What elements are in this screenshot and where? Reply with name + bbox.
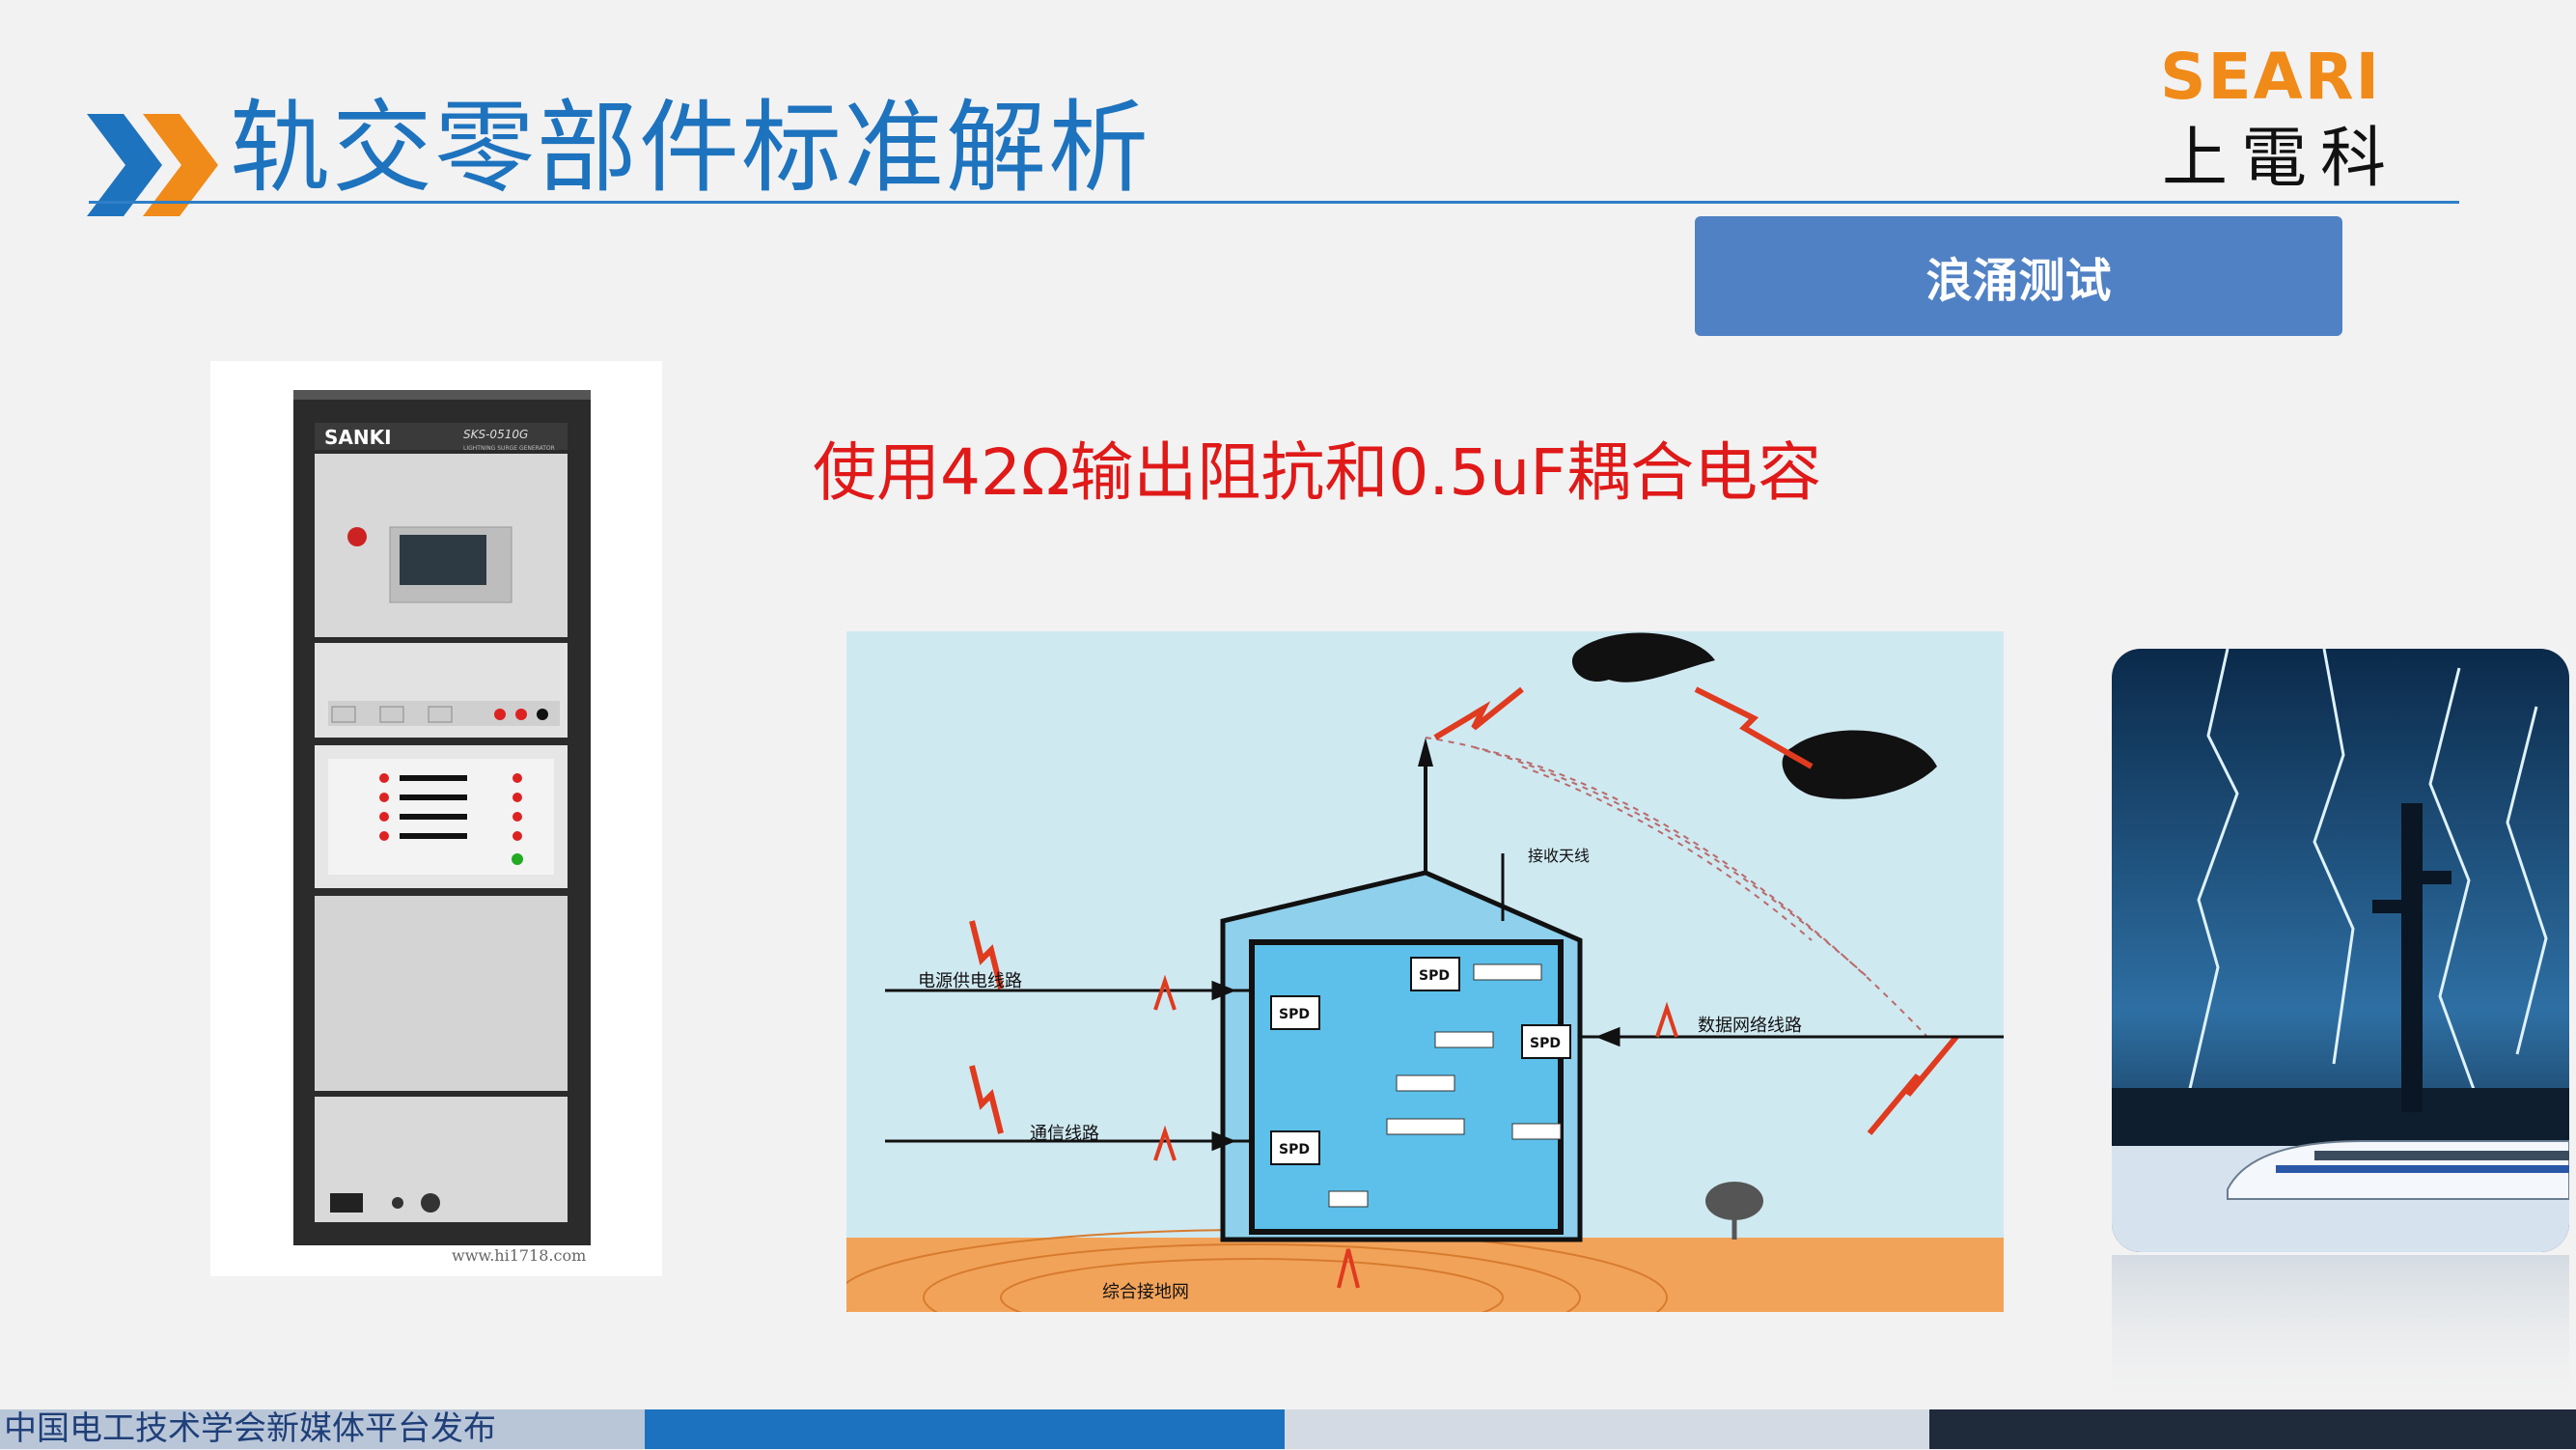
equipment-model-caption: LIGHTNING SURGE GENERATOR (463, 445, 555, 452)
footer-bar (0, 1409, 2576, 1449)
photo-reflection (2112, 1255, 2569, 1419)
company-logo-chinese: 上電科 (2162, 121, 2400, 197)
footer-publisher-text: 中国电工技术学会新媒体平台发布 (4, 1409, 496, 1448)
lightning-protection-diagram: 接收天线 SPD SPD SPD SPD 电源供电线路 通信线路 数据网络线路 … (846, 631, 2004, 1312)
equipment-brand: SANKI (324, 426, 392, 449)
surge-generator-photo: SANKI SKS-0510G LIGHTNING SURGE GENERATO… (210, 361, 662, 1276)
title-divider (89, 201, 2459, 204)
page-title: 轨交零部件标准解析 (230, 89, 1151, 207)
equipment-model: SKS-0510G (463, 428, 528, 441)
lightning-train-photo (2112, 649, 2569, 1252)
label-data-network-line: 数据网络线路 (1698, 1016, 1802, 1036)
spd-box-4: SPD (1279, 1142, 1310, 1157)
label-communication-line: 通信线路 (1030, 1124, 1099, 1144)
surge-test-subtitle: 使用42Ω输出阻抗和0.5uF耦合电容 (813, 435, 1822, 510)
equipment-watermark: www.hi1718.com (452, 1246, 586, 1265)
spd-box-1: SPD (1279, 1007, 1310, 1022)
section-tab-surge-test[interactable]: 浪涌测试 (1695, 216, 2342, 336)
title-chevron-icon (87, 114, 218, 216)
label-receiving-antenna: 接收天线 (1528, 847, 1590, 865)
spd-box-2: SPD (1419, 968, 1450, 984)
company-logo-word: SEARI (2160, 40, 2382, 114)
label-grounding-network: 综合接地网 (1102, 1282, 1189, 1302)
spd-box-3: SPD (1530, 1036, 1561, 1051)
label-power-supply-line: 电源供电线路 (918, 971, 1022, 991)
